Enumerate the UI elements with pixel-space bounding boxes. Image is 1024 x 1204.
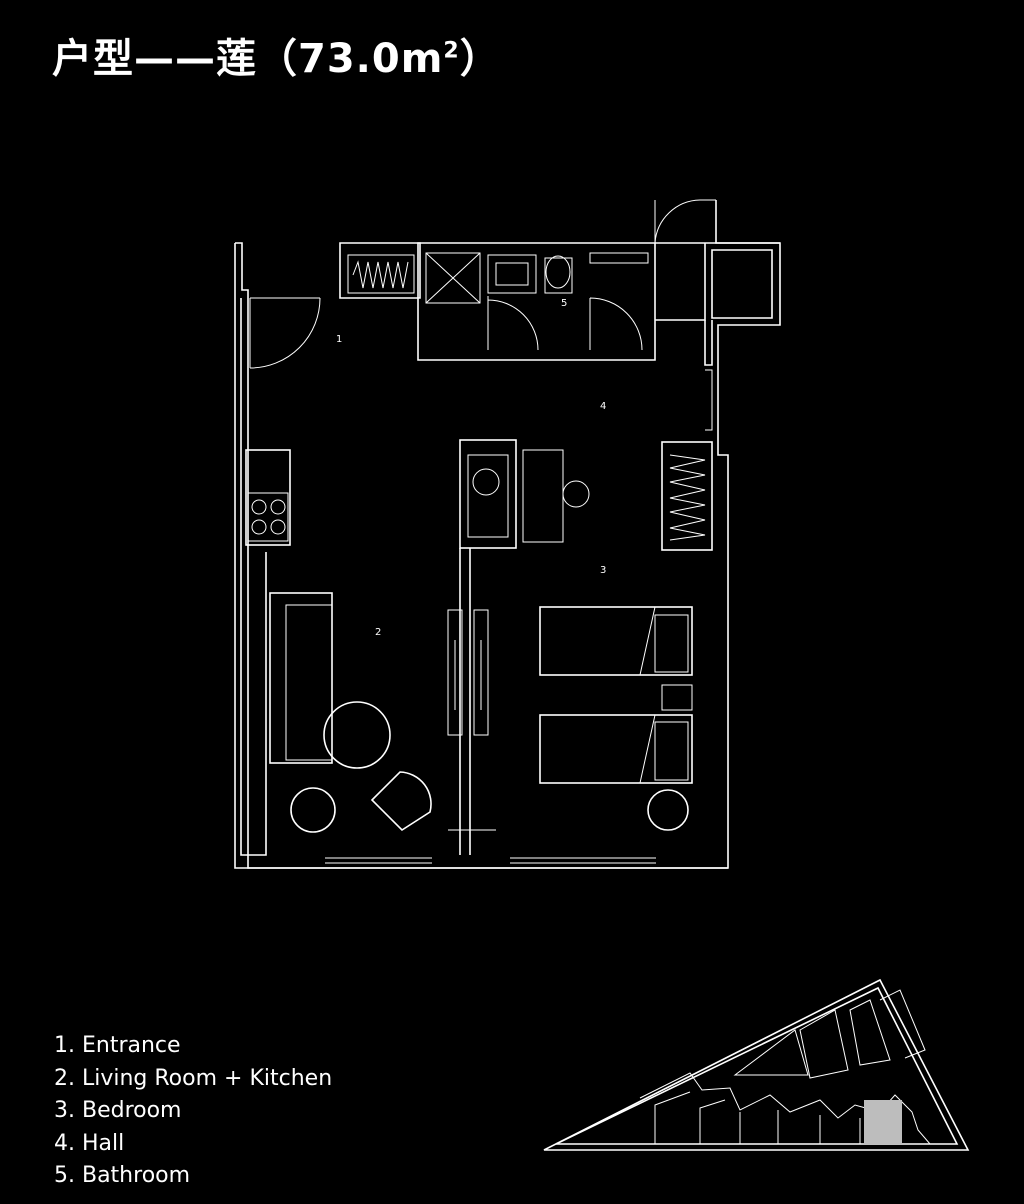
legend-item: 1. Entrance (54, 1033, 181, 1058)
legend-item: 2. Living Room + Kitchen (54, 1065, 333, 1091)
balcony-door (654, 199, 716, 244)
room-label-entrance: 1 (336, 334, 342, 345)
living-room-furniture (269, 592, 432, 833)
legend-item: 5. Bathroom (54, 1163, 191, 1188)
key-plan (543, 978, 970, 1151)
partition-wall (447, 548, 496, 855)
entrance-door (249, 297, 321, 369)
title-close: ） (459, 36, 501, 82)
room-label-bathroom: 5 (561, 298, 567, 309)
kitchen-counter (245, 449, 291, 546)
title-main: 户型——莲（73.0m (52, 36, 444, 82)
legend: 1. Entrance 2. Living Room + Kitchen 3. … (54, 1030, 332, 1193)
windows (325, 369, 713, 864)
entry-wardrobe (347, 254, 415, 294)
room-label-bedroom: 3 (600, 565, 606, 576)
title-superscript: 2 (443, 38, 460, 64)
room-label-living: 2 (375, 627, 381, 638)
room-label-hall: 4 (600, 401, 606, 412)
beds (539, 606, 693, 831)
page-title: 户型——莲（73.0m2） (52, 26, 501, 84)
key-plan-highlight-unit (864, 1100, 902, 1144)
bedroom-desk (459, 439, 590, 549)
bathroom (425, 252, 649, 351)
bedroom-wardrobe (661, 441, 713, 551)
legend-item: 4. Hall (54, 1130, 125, 1156)
legend-item: 3. Bedroom (54, 1098, 182, 1123)
outer-walls (234, 200, 781, 869)
